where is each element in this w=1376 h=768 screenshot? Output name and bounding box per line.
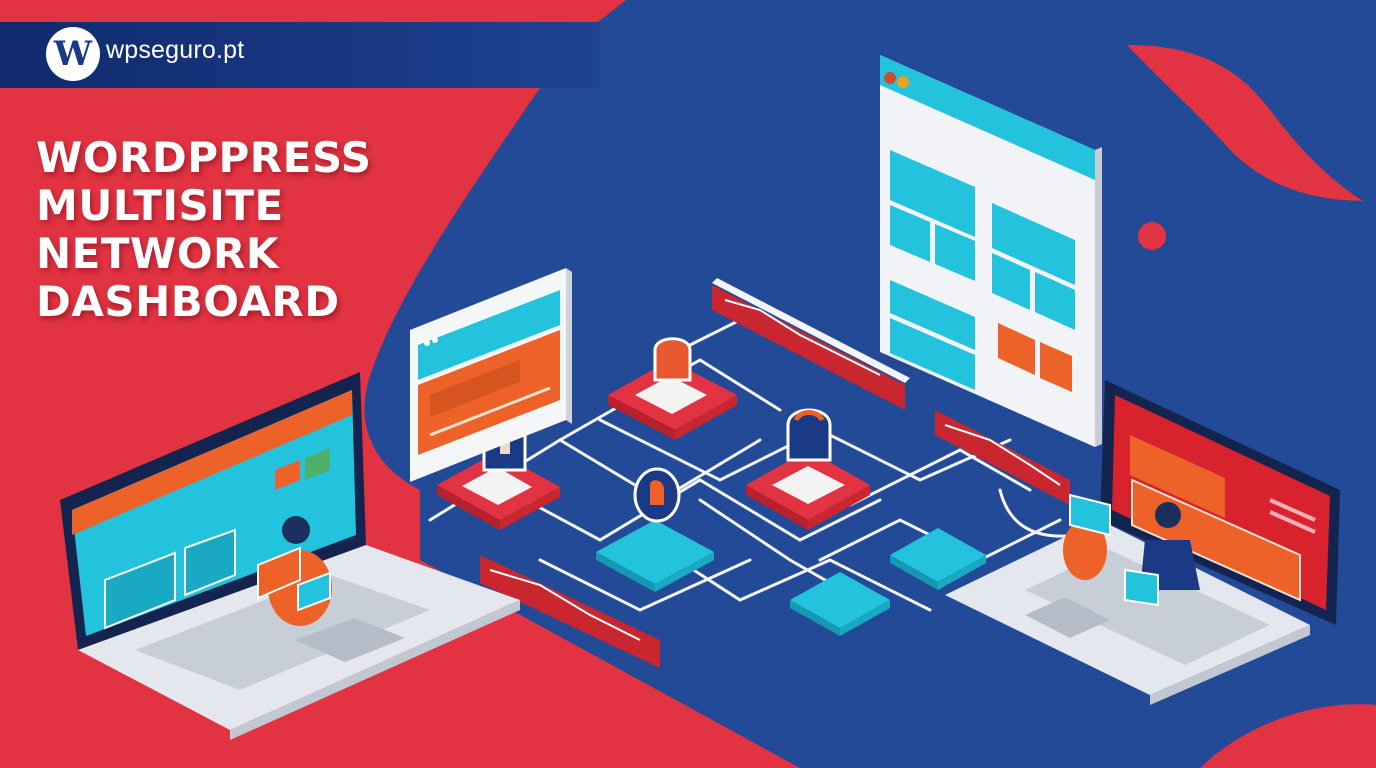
title-line-3: NETWORK bbox=[36, 229, 279, 278]
cyan-node-3 bbox=[890, 528, 986, 590]
page-title: WORDPPRESS MULTISITE NETWORK DASHBOARD bbox=[36, 134, 371, 326]
firewall-barrier-right bbox=[935, 410, 1070, 505]
right-laptop bbox=[945, 380, 1340, 705]
server-node-red-2 bbox=[437, 452, 560, 530]
firewall-barrier-top bbox=[712, 278, 910, 410]
cyan-node-1 bbox=[596, 520, 714, 592]
padlock-shield-4 bbox=[653, 337, 692, 382]
browser-window-top-right bbox=[880, 55, 1102, 447]
title-line-1: WORDPPRESS bbox=[36, 133, 372, 182]
firewall-barrier-bottom bbox=[480, 555, 660, 668]
wordpress-logo-icon[interactable]: W bbox=[46, 27, 100, 81]
cyan-node-2 bbox=[790, 572, 890, 636]
title-line-4: DASHBOARD bbox=[36, 277, 340, 326]
browser-window-center bbox=[410, 268, 572, 482]
logo-bar bbox=[0, 22, 600, 88]
padlock-shield-1 bbox=[633, 467, 681, 523]
left-laptop bbox=[60, 372, 520, 740]
server-node-red-3 bbox=[746, 450, 870, 530]
title-line-2: MULTISITE bbox=[36, 181, 284, 230]
server-node-red-1 bbox=[608, 360, 737, 440]
padlock-shield-2 bbox=[786, 408, 832, 462]
site-name[interactable]: wpseguro.pt bbox=[106, 36, 245, 64]
